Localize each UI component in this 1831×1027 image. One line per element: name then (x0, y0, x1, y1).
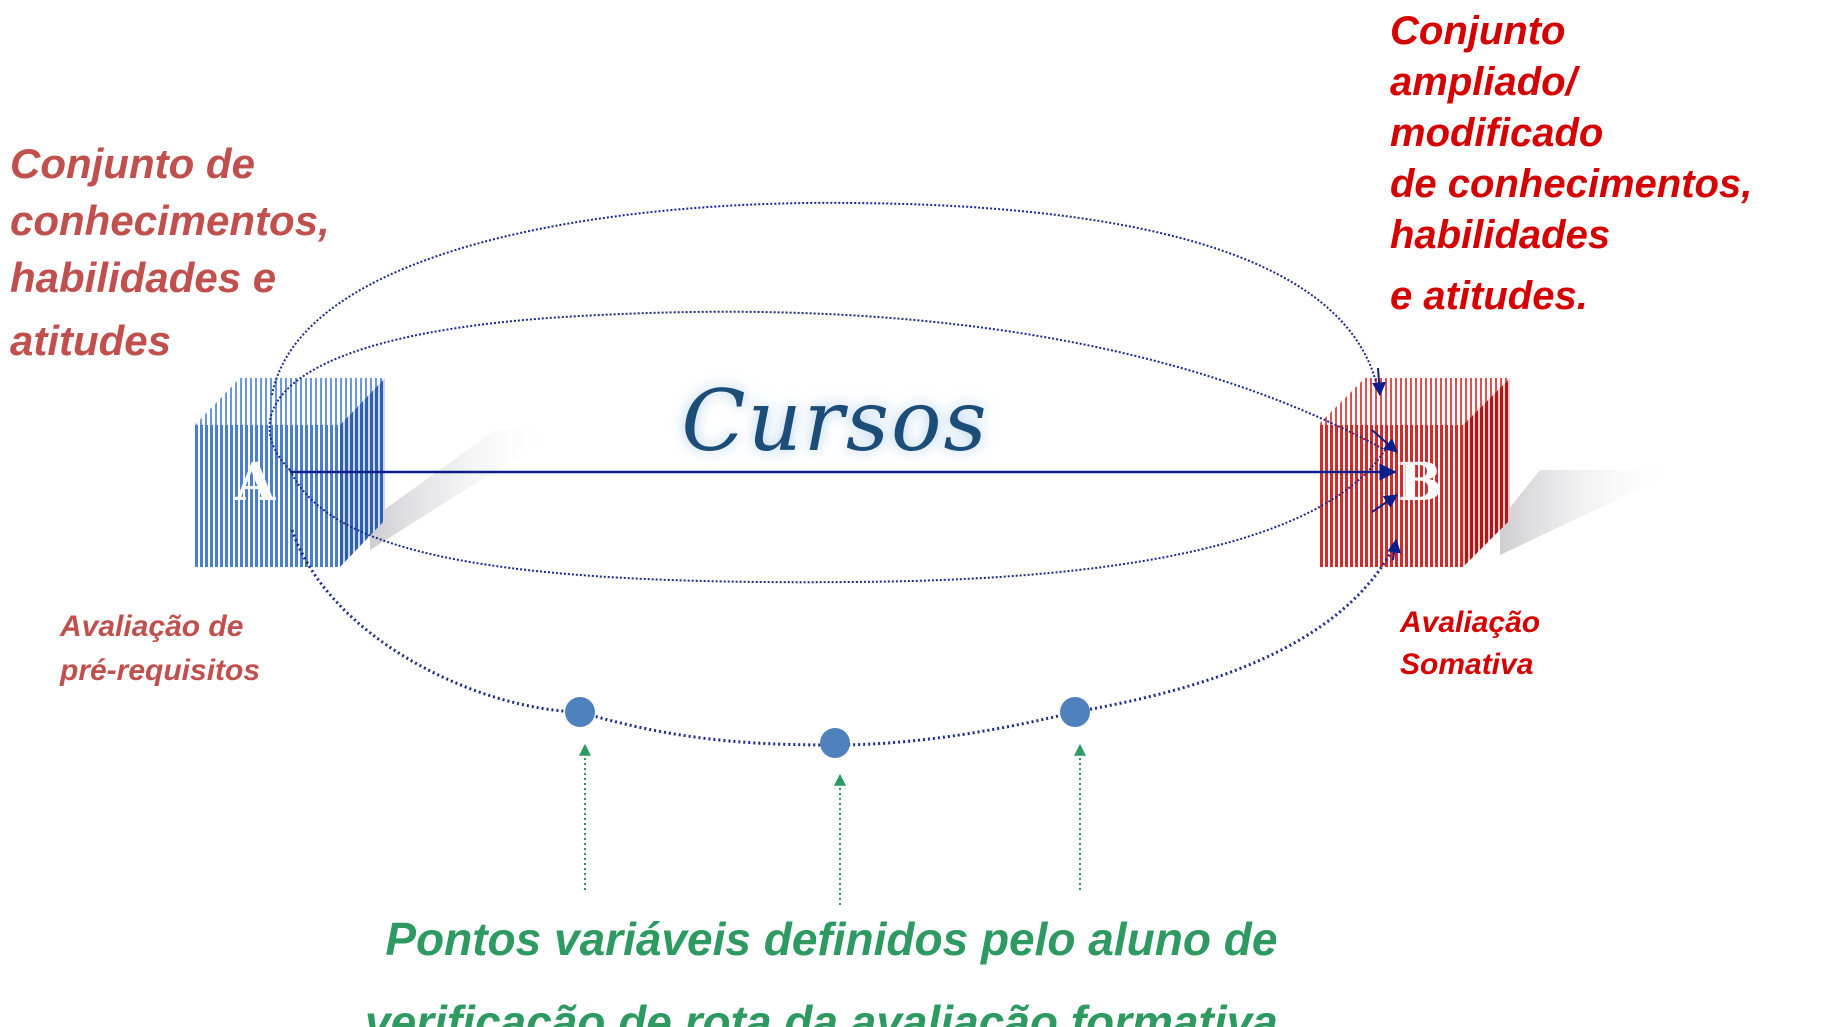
arrow-inner-top (1371, 429, 1399, 453)
checkpoint-dot (565, 697, 595, 727)
right-subtitle-line: Avaliação (1400, 606, 1541, 639)
right-subtitle-line: Somativa (1400, 648, 1534, 681)
box-a: A (195, 378, 385, 567)
caption-line: Pontos variáveis definidos pelo aluno de (385, 913, 1278, 965)
left-knowledge-label: Conjunto de conhecimentos, habilidades e… (10, 135, 330, 369)
box-a-front (195, 425, 340, 567)
box-b-label: B (1398, 452, 1442, 513)
right-knowledge-label: Conjunto ampliado/ modificado de conheci… (1390, 6, 1752, 322)
right-title-line: ampliado/ (1390, 60, 1577, 104)
checkpoint-dot (820, 728, 850, 758)
checkpoint-pointers (579, 743, 1086, 905)
outer-arc-top (271, 201, 1379, 396)
arrow-inner-bottom (1371, 494, 1399, 513)
box-a-label: A (234, 452, 276, 513)
box-b-shadow (1500, 470, 1680, 555)
box-b-side (1463, 378, 1510, 567)
right-title-line: Conjunto (1390, 9, 1566, 53)
box-b-top (1318, 378, 1510, 425)
arrow-outer-top (1372, 367, 1387, 397)
formative-checkpoints-caption: Pontos variáveis definidos pelo aluno de… (365, 898, 1278, 1027)
cursos-title: Cursos (681, 372, 988, 470)
box-a-top (195, 378, 385, 425)
prerequisite-assessment-label: Avaliação de pré-requisitos (60, 605, 260, 693)
right-title-line: habilidades (1390, 213, 1611, 257)
arrow-route-end (1387, 538, 1402, 561)
right-title-line: modificado (1390, 111, 1604, 155)
caption-line: verificação de rota da avaliação formati… (365, 996, 1278, 1027)
left-title-line: Conjunto de (10, 140, 255, 187)
formative-route-arc (290, 529, 1397, 747)
checkpoint-markers (565, 697, 1090, 758)
left-subtitle-line: Avaliação de (60, 610, 244, 643)
convergence-arrows (1371, 367, 1402, 561)
left-title-line: atitudes (10, 317, 172, 364)
box-a-shadow (370, 430, 560, 550)
summative-assessment-label: Avaliação Somativa (1400, 602, 1540, 686)
left-subtitle-line: pré-requisitos (60, 654, 261, 687)
left-title-line: habilidades e (10, 254, 277, 301)
checkpoint-dot (1060, 697, 1090, 727)
right-title-line: e atitudes. (1390, 274, 1588, 318)
left-title-line: conhecimentos, (10, 197, 330, 244)
right-title-line: de conhecimentos, (1390, 162, 1753, 206)
